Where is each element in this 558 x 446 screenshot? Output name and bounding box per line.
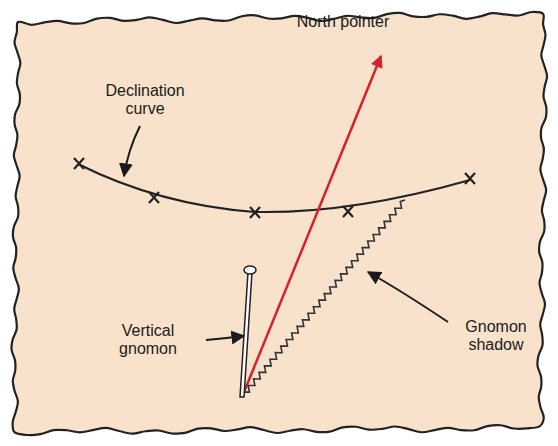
paper-sheet (11, 12, 547, 435)
leader-arrow (124, 126, 140, 176)
callout-label: Declination curve (90, 82, 200, 119)
declination-curve (78, 164, 470, 212)
gnomon-shadow (242, 200, 405, 397)
hour-crosses (74, 158, 475, 218)
vertical-gnomon (240, 266, 256, 397)
callout-label: Gnomon shadow (456, 318, 536, 355)
leader-arrow (368, 272, 448, 322)
north-pointer (242, 56, 381, 397)
leader-arrow (206, 336, 244, 340)
callout-label: Vertical gnomon (98, 322, 198, 359)
callout-label: North pointer (297, 13, 390, 31)
